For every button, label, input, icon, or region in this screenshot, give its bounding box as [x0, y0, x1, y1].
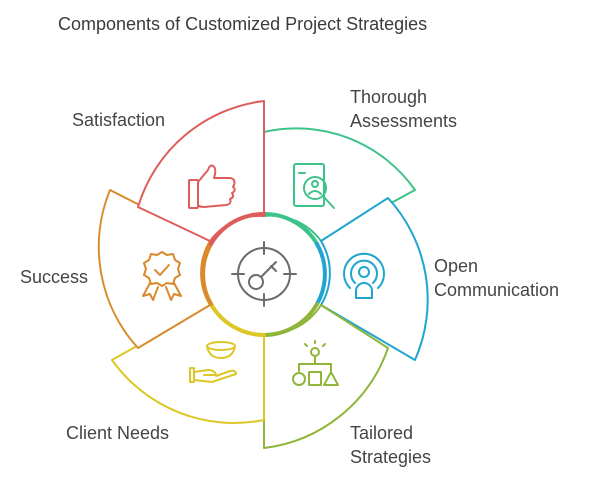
label-thorough-assessments: Thorough Assessments — [350, 87, 457, 131]
label-tailored-strategies: Tailored Strategies — [350, 423, 431, 467]
target-key-icon — [231, 241, 297, 307]
magnifier-document-icon — [293, 163, 335, 209]
label-open-communication: Open Communication — [434, 256, 559, 300]
label-satisfaction: Satisfaction — [72, 110, 165, 130]
label-client-needs: Client Needs — [66, 423, 169, 443]
broadcast-icon — [343, 252, 385, 299]
label-success: Success — [20, 267, 88, 287]
bowl-hand-icon — [189, 341, 237, 383]
segment-shape — [320, 197, 429, 361]
inner-ring — [201, 211, 327, 337]
segment-shape — [263, 304, 389, 449]
award-badge-icon — [142, 251, 182, 301]
segment-open-communication — [320, 197, 429, 361]
segment-tailored-strategies — [263, 304, 389, 449]
thumbs-up-icon — [188, 164, 236, 209]
diagram-title: Components of Customized Project Strateg… — [58, 14, 427, 34]
idea-shapes-icon — [292, 340, 339, 386]
